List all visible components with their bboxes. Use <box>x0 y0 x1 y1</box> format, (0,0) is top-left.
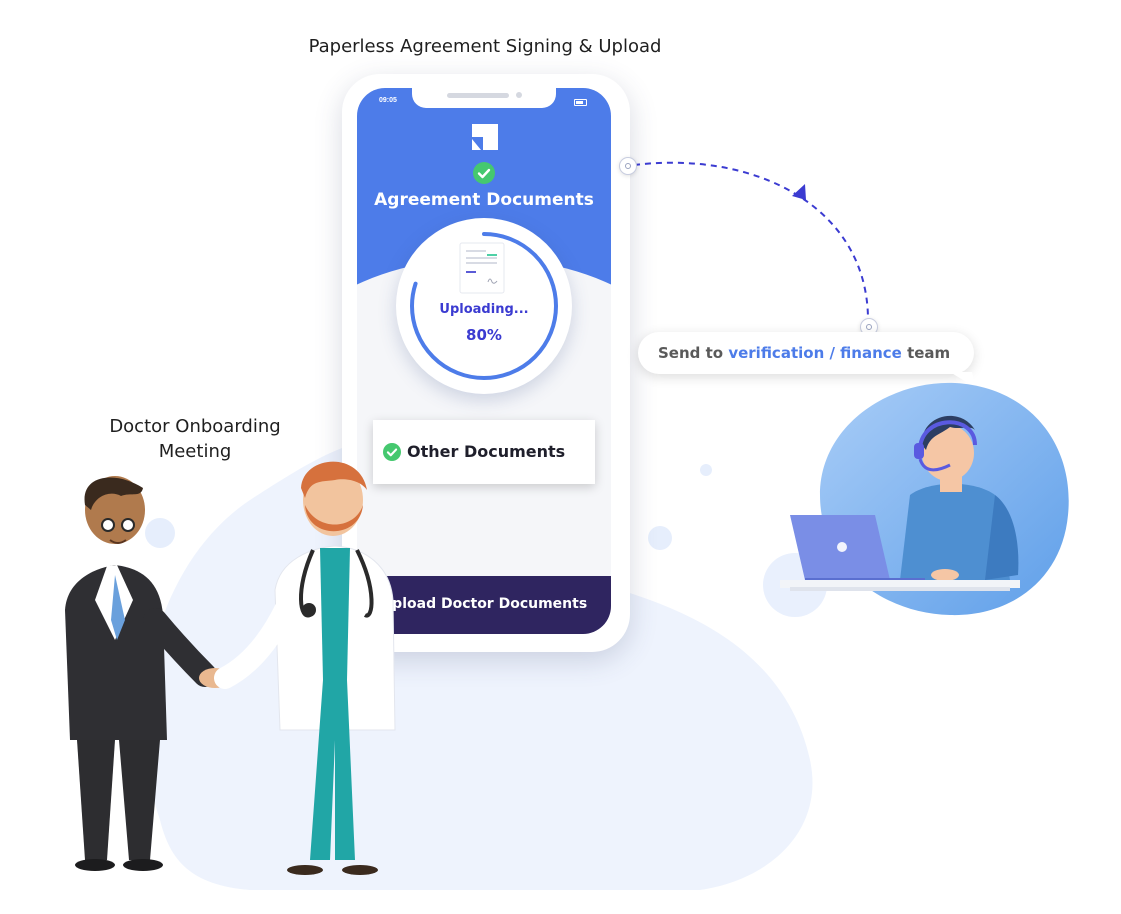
meeting-caption-line2: Meeting <box>158 441 232 462</box>
phone-screen: 09:05 Agreement Documents Uploading... <box>357 88 611 634</box>
check-icon <box>473 162 495 184</box>
upload-percent: 80% <box>466 326 502 344</box>
status-time: 09:05 <box>379 97 397 104</box>
upload-status: Uploading... <box>439 302 529 317</box>
doctor-figure <box>214 461 396 875</box>
message-prefix: Send to <box>658 344 724 362</box>
meeting-caption: Doctor Onboarding Meeting <box>95 414 295 464</box>
other-documents-label: Other Documents <box>407 442 566 461</box>
progress-arc <box>410 232 558 380</box>
message-highlight: verification / finance <box>728 344 902 362</box>
document-icon <box>459 242 505 294</box>
send-to-team-text: Send to verification / finance team <box>658 344 950 362</box>
connector-dot-start <box>619 157 637 175</box>
phone-notch <box>412 88 556 108</box>
page-title: Paperless Agreement Signing & Upload <box>308 36 662 57</box>
agreement-documents-title: Agreement Documents <box>374 190 594 210</box>
other-documents-card[interactable]: Other Documents <box>373 420 595 484</box>
logo-icon <box>472 124 498 150</box>
businessman-figure <box>65 476 217 871</box>
check-icon <box>383 443 401 461</box>
support-agent-illustration <box>780 382 1069 616</box>
meeting-caption-line1: Doctor Onboarding <box>109 416 281 437</box>
doctor-handshake-illustration <box>65 461 396 875</box>
message-suffix: team <box>907 344 951 362</box>
upload-doctor-documents-button[interactable]: Upload Doctor Documents <box>357 576 611 634</box>
send-to-team-bubble: Send to verification / finance team <box>638 332 974 374</box>
upload-progress-circle: Uploading... 80% <box>396 218 572 394</box>
phone-mockup: 09:05 Agreement Documents Uploading... <box>342 74 630 652</box>
battery-icon <box>574 99 587 106</box>
